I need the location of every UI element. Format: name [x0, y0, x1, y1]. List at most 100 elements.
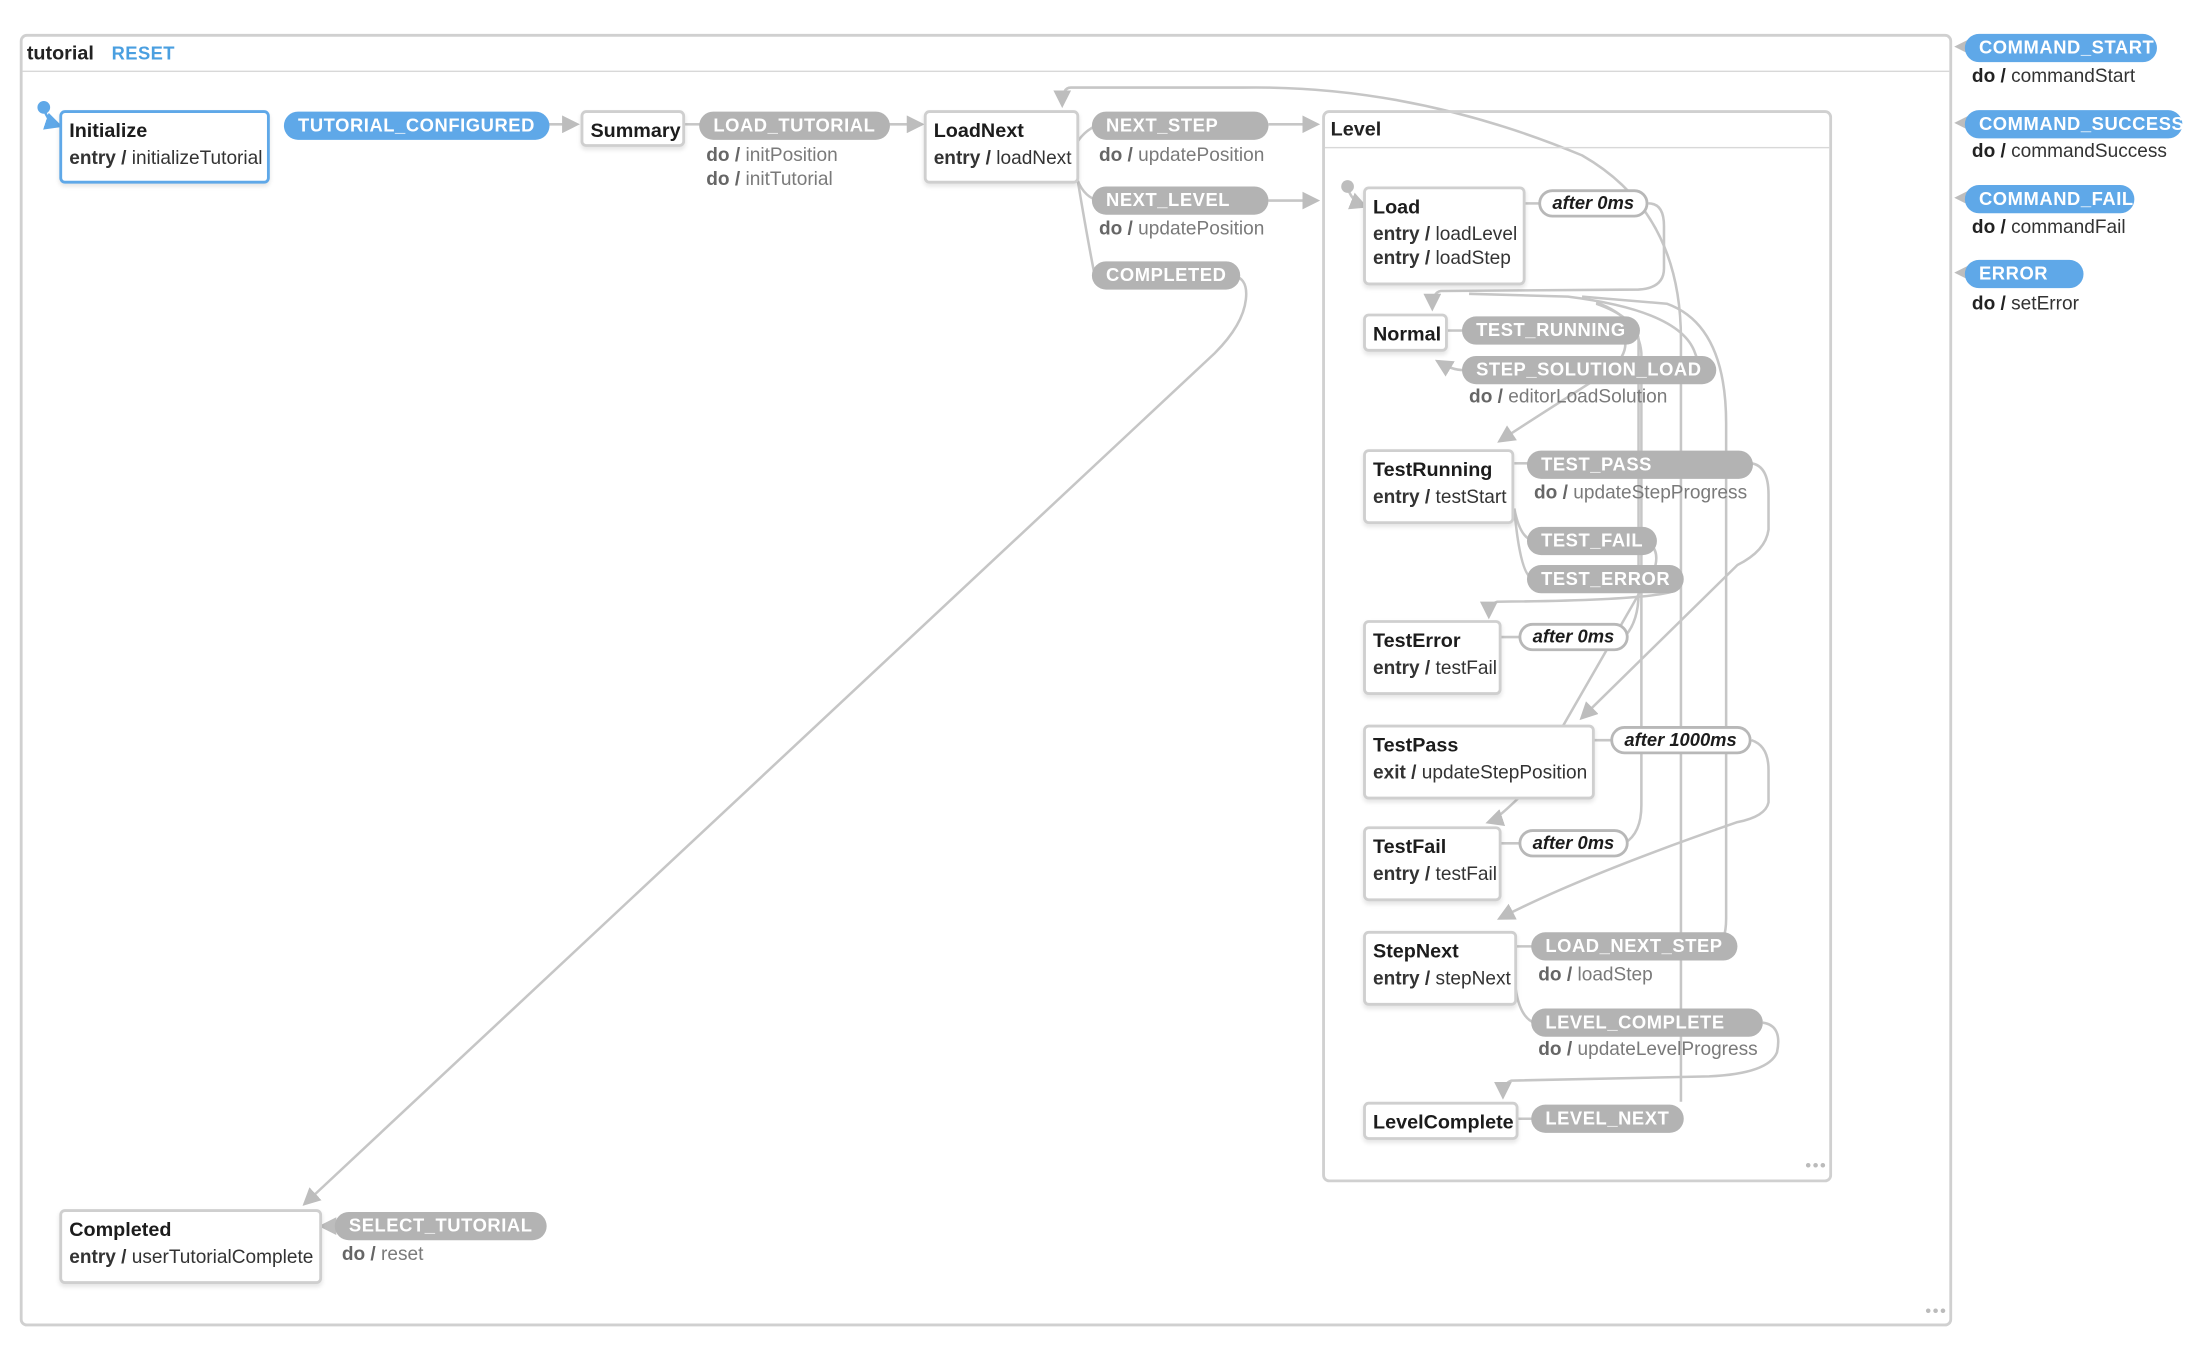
event-load-tutorial-action-2: do / initTutorial	[706, 168, 832, 189]
entry-action: testFail	[1435, 863, 1498, 885]
state-testfail-title: TestFail	[1372, 834, 1447, 858]
global-event-command-fail-action: do / commandFail	[1972, 216, 2126, 237]
entry-keyword: entry /	[69, 146, 127, 169]
global-event-command-success[interactable]: COMMAND_SUCCESS	[1964, 110, 2184, 139]
do-keyword: do /	[341, 1243, 376, 1265]
event-level-complete-action: do / updateLevelProgress	[1538, 1038, 1757, 1059]
global-event-command-start-action: do / commandStart	[1972, 65, 2135, 86]
entry-action: userTutorialComplete	[131, 1245, 314, 1268]
state-stepnext[interactable]: StepNext entry / stepNext	[1363, 930, 1518, 1006]
event-test-fail[interactable]: TEST_FAIL	[1526, 526, 1658, 556]
state-testpass[interactable]: TestPass exit / updateStepPosition	[1363, 724, 1595, 800]
global-event-error-action: do / setError	[1972, 292, 2079, 313]
entry-action: loadStep	[1435, 247, 1511, 269]
entry-keyword: entry /	[69, 1245, 127, 1268]
do-action: reset	[381, 1243, 424, 1265]
state-load[interactable]: Load entry / loadLevel entry / loadStep	[1363, 186, 1526, 286]
do-action: commandSuccess	[2011, 139, 2167, 162]
entry-keyword: entry /	[1372, 863, 1431, 885]
event-load-next-step-action: do / loadStep	[1538, 963, 1653, 984]
state-stepnext-entry: entry / stepNext	[1373, 968, 1511, 989]
entry-keyword: entry /	[1372, 485, 1431, 508]
edge-level-complete-b	[1494, 1021, 1780, 1100]
state-level-title: Level	[1330, 117, 1382, 140]
machine-header-divider	[22, 70, 1950, 73]
exit-keyword: exit /	[1372, 761, 1417, 783]
state-testpass-title: TestPass	[1372, 733, 1459, 756]
event-tutorial-configured[interactable]: TUTORIAL_CONFIGURED	[283, 111, 550, 140]
state-levelcomplete[interactable]: LevelComplete	[1363, 1101, 1519, 1140]
entry-keyword: entry /	[1372, 223, 1431, 245]
do-keyword: do /	[706, 168, 741, 190]
event-load-tutorial[interactable]: LOAD_TUTORIAL	[699, 111, 890, 140]
do-action: setError	[2011, 292, 2079, 314]
event-select-tutorial-action: do / reset	[342, 1243, 424, 1264]
state-loadnext[interactable]: LoadNext entry / loadNext	[923, 110, 1080, 184]
event-load-tutorial-action-1: do / initPosition	[706, 144, 837, 165]
global-event-command-fail[interactable]: COMMAND_FAIL	[1964, 185, 2135, 214]
entry-action: loadNext	[996, 146, 1072, 169]
do-keyword: do /	[1971, 64, 2006, 87]
state-testrunning-entry: entry / testStart	[1372, 485, 1507, 508]
event-next-level[interactable]: NEXT_LEVEL	[1091, 186, 1269, 215]
level-header-divider	[1324, 146, 1830, 149]
state-testerror[interactable]: TestError entry / testFail	[1363, 620, 1502, 695]
level-more-icon[interactable]: •••	[1805, 1155, 1828, 1176]
state-summary[interactable]: Summary	[580, 110, 686, 147]
event-test-pass[interactable]: TEST_PASS	[1526, 450, 1753, 479]
global-event-error[interactable]: ERROR	[1964, 259, 2084, 289]
event-test-error[interactable]: TEST_ERROR	[1526, 565, 1685, 594]
reset-button[interactable]: RESET	[111, 42, 175, 64]
state-completed-title: Completed	[69, 1217, 172, 1241]
entry-action: testStart	[1435, 485, 1507, 508]
state-loadnext-entry: entry / loadNext	[934, 146, 1072, 169]
state-completed-entry: entry / userTutorialComplete	[69, 1245, 314, 1268]
delay-testpass[interactable]: after 1000ms	[1610, 726, 1751, 755]
entry-action: testFail	[1435, 656, 1498, 679]
event-level-next[interactable]: LEVEL_NEXT	[1531, 1104, 1684, 1133]
machine-frame	[19, 33, 1953, 1327]
state-testrunning[interactable]: TestRunning entry / testStart	[1363, 449, 1515, 525]
state-testerror-title: TestError	[1372, 628, 1461, 652]
do-keyword: do /	[1098, 217, 1133, 239]
event-next-step[interactable]: NEXT_STEP	[1091, 111, 1269, 140]
event-next-step-action: do / updatePosition	[1099, 144, 1264, 165]
state-testrunning-title: TestRunning	[1372, 457, 1493, 481]
do-keyword: do /	[1538, 963, 1573, 985]
global-event-command-start[interactable]: COMMAND_START	[1964, 33, 2157, 63]
machine-title: tutorial	[26, 40, 94, 64]
do-keyword: do /	[1534, 481, 1568, 503]
do-keyword: do /	[1971, 292, 2006, 314]
entry-keyword: entry /	[1372, 656, 1431, 679]
state-loadnext-title: LoadNext	[933, 118, 1024, 142]
event-select-tutorial[interactable]: SELECT_TUTORIAL	[334, 1211, 547, 1241]
state-testfail[interactable]: TestFail entry / testFail	[1363, 826, 1502, 902]
state-summary-title: Summary	[590, 118, 681, 142]
delay-testfail[interactable]: after 0ms	[1518, 829, 1629, 858]
edge-testfail-after-b	[1595, 301, 1643, 845]
exit-action: updateStepPosition	[1421, 761, 1588, 783]
entry-action: initializeTutorial	[131, 146, 263, 169]
event-level-complete[interactable]: LEVEL_COMPLETE	[1531, 1008, 1763, 1037]
do-action: commandFail	[2011, 216, 2126, 238]
do-keyword: do /	[1971, 216, 2006, 238]
event-load-next-step[interactable]: LOAD_NEXT_STEP	[1531, 932, 1737, 961]
event-completed[interactable]: COMPLETED	[1091, 261, 1241, 290]
do-action: editorLoadSolution	[1508, 385, 1668, 407]
state-completed[interactable]: Completed entry / userTutorialComplete	[59, 1209, 323, 1285]
delay-testerror[interactable]: after 0ms	[1518, 622, 1629, 652]
entry-action: stepNext	[1435, 967, 1511, 989]
do-action: updateStepProgress	[1573, 481, 1748, 503]
delay-load[interactable]: after 0ms	[1538, 189, 1649, 218]
state-level[interactable]	[1322, 110, 1833, 1183]
state-initialize[interactable]: Initialize entry / initializeTutorial	[59, 110, 270, 184]
machine-more-icon[interactable]: •••	[1925, 1300, 1948, 1321]
state-levelcomplete-title: LevelComplete	[1372, 1110, 1514, 1133]
event-next-level-action: do / updatePosition	[1099, 218, 1264, 239]
event-step-solution-load[interactable]: STEP_SOLUTION_LOAD	[1461, 355, 1716, 385]
state-normal[interactable]: Normal	[1363, 313, 1448, 352]
event-test-running[interactable]: TEST_RUNNING	[1461, 316, 1640, 345]
do-keyword: do /	[1098, 144, 1133, 166]
state-stepnext-title: StepNext	[1372, 939, 1459, 962]
